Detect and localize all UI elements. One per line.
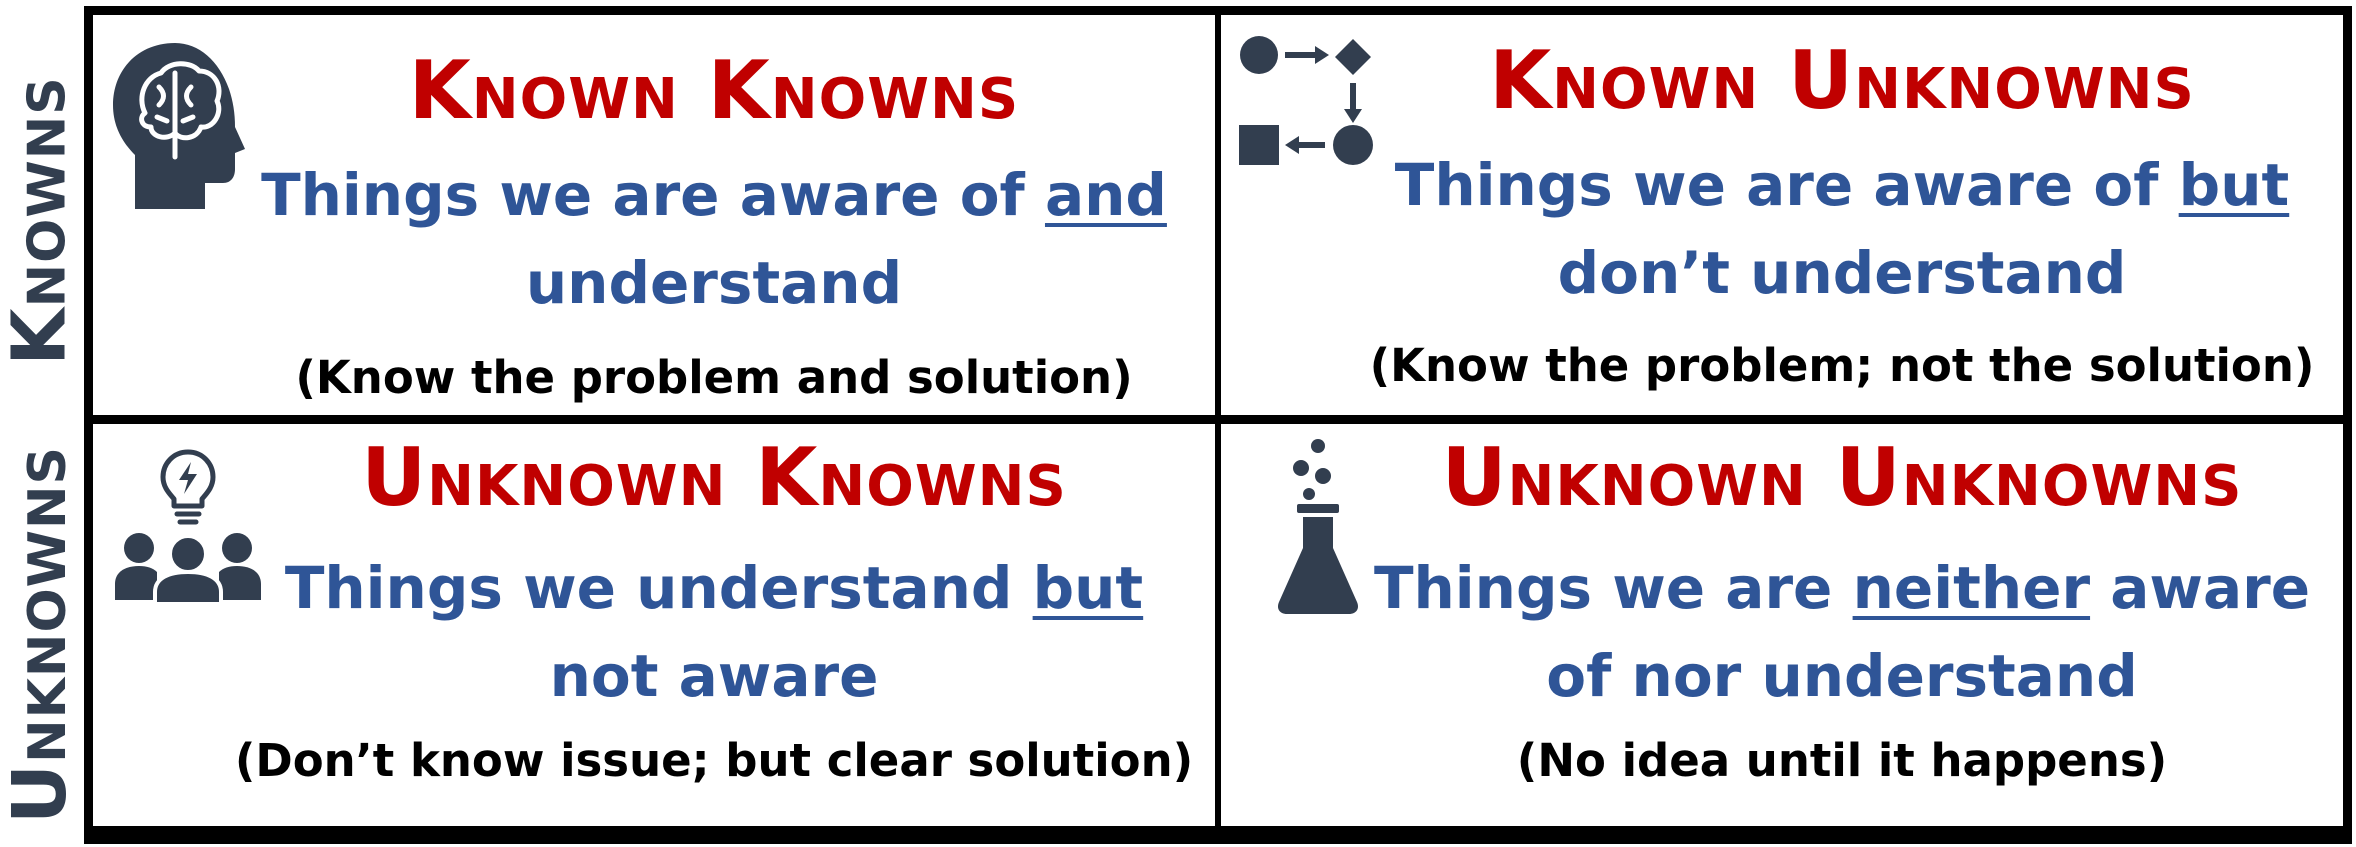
row-label-unknowns: Unknowns — [0, 430, 83, 840]
quadrant-note: (Know the problem; not the solution) — [1369, 339, 2315, 392]
quadrant-unknown-unknowns: Unknown Unknowns Things we are neither a… — [1221, 424, 2343, 826]
quadrant-note: (Know the problem and solution) — [295, 351, 1133, 404]
row-label-knowns-text: Knowns — [0, 76, 83, 366]
quadrant-unknown-knowns: Unknown Knowns Things we understand but … — [93, 424, 1215, 826]
process-flow-icon — [1239, 33, 1379, 173]
quadrant-title: Unknown Unknowns — [1441, 431, 2243, 524]
quadrant-grid: Known Knowns Things we are aware of and … — [84, 6, 2352, 844]
quadrant-note: (No idea until it happens) — [1516, 734, 2168, 787]
team-idea-icon — [113, 444, 263, 606]
quadrant-description: Things we are aware of but don’t underst… — [1394, 151, 2290, 307]
quadrant-note: (Don’t know issue; but clear solution) — [234, 734, 1194, 787]
emphasis-word: and — [1044, 161, 1167, 229]
quadrant-known-knowns: Known Knowns Things we are aware of and … — [93, 15, 1215, 415]
quadrant-description: Things we understand but not aware — [284, 554, 1144, 710]
emphasis-word: neither — [1852, 554, 2091, 622]
flask-icon — [1271, 438, 1361, 618]
quadrant-content: Known Knowns Things we are aware of and … — [233, 15, 1195, 415]
quadrant-description: Things we are aware of and understand — [261, 161, 1167, 317]
row-label-unknowns-text: Unknowns — [0, 446, 83, 824]
quadrant-known-unknowns: Known Unknowns Things we are aware of bu… — [1221, 15, 2343, 415]
quadrant-title: Known Unknowns — [1489, 34, 2195, 127]
brain-head-icon — [105, 37, 245, 212]
quadrant-content: Known Unknowns Things we are aware of bu… — [1361, 15, 2323, 415]
row-label-knowns: Knowns — [0, 12, 83, 430]
quadrant-content: Unknown Unknowns Things we are neither a… — [1361, 424, 2323, 826]
emphasis-word: but — [1032, 554, 1144, 622]
quadrant-title: Known Knowns — [408, 44, 1020, 137]
quadrant-title: Unknown Knowns — [361, 431, 1067, 524]
quadrant-content: Unknown Knowns Things we understand but … — [233, 424, 1195, 826]
emphasis-word: but — [2178, 151, 2290, 219]
quadrant-description: Things we are neither aware of nor under… — [1373, 554, 2311, 710]
